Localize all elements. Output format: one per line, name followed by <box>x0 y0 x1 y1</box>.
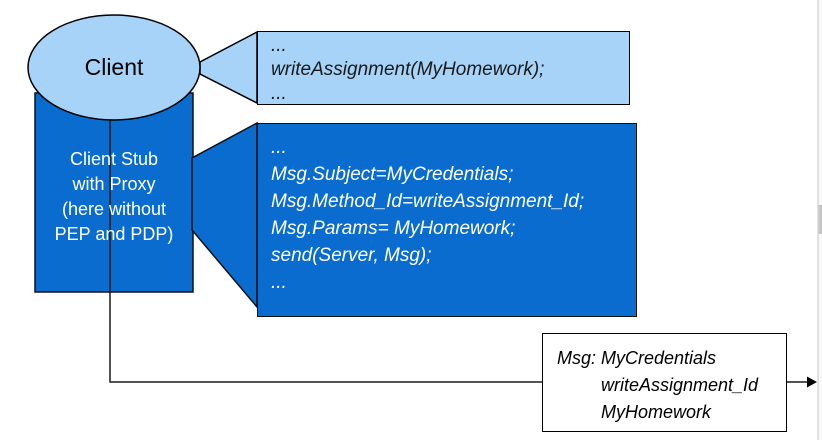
code-line: writeAssignment(MyHomework); <box>271 59 545 80</box>
code-line: Msg.Subject=MyCredentials; <box>271 164 514 185</box>
stub-label-line: PEP and PDP) <box>54 223 174 244</box>
code-line: ... <box>271 137 287 158</box>
code-line: Msg.Params= MyHomework; <box>271 218 516 239</box>
callout-pointer-top <box>199 30 258 105</box>
callout-pointer-bottom <box>191 121 258 310</box>
stub-code-callout: ... Msg.Subject=MyCredentials; Msg.Metho… <box>257 123 637 317</box>
code-line: Msg.Method_Id=writeAssignment_Id; <box>271 191 585 212</box>
message-value: MyCredentials <box>601 348 717 368</box>
message-value: writeAssignment_Id <box>601 375 759 395</box>
message-box-label: Msg: <box>557 348 597 368</box>
connector-line <box>109 119 542 383</box>
message-box-values: MyCredentials writeAssignment_Id MyHomew… <box>601 345 758 426</box>
code-line: ... <box>271 35 287 56</box>
client-stub-label: Client Stub with Proxy (here without PEP… <box>35 93 193 292</box>
arrowhead-icon <box>807 376 817 388</box>
stub-label-line: with Proxy <box>72 173 156 194</box>
stub-label-line: Client Stub <box>69 148 159 169</box>
stub-label-line: (here without <box>61 198 167 219</box>
client-code-callout: ... writeAssignment(MyHomework); ... <box>257 31 630 105</box>
client-node-label: Client <box>84 54 144 80</box>
message-record-box: Msg: MyCredentials writeAssignment_Id My… <box>542 333 787 432</box>
scrollbar-thumb[interactable] <box>818 205 822 234</box>
message-value: MyHomework <box>601 402 712 422</box>
code-line: send(Server, Msg); <box>271 245 432 266</box>
client-ellipse-shape <box>27 14 201 121</box>
code-line: ... <box>271 272 287 293</box>
code-line: ... <box>271 83 287 104</box>
